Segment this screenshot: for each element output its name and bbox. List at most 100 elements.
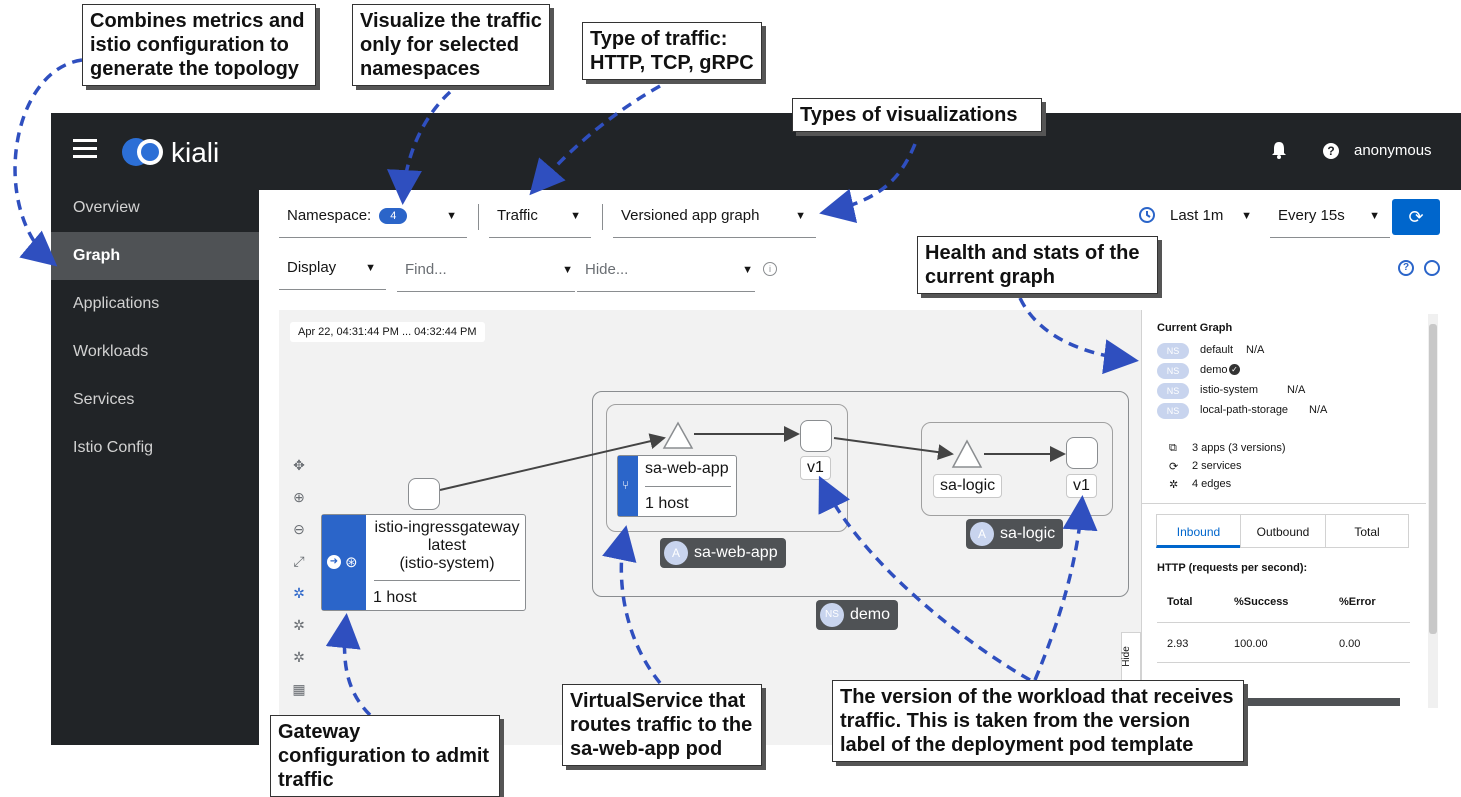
services-icon: ⟳ (1169, 461, 1179, 473)
edges-count: 4 edges (1192, 478, 1232, 490)
kiali-logo-icon (121, 137, 169, 167)
tab-total[interactable]: Total (1325, 514, 1409, 548)
refresh-interval-dropdown[interactable]: Every 15s ▼ (1270, 194, 1390, 238)
ns-name[interactable]: demo (1200, 364, 1228, 376)
table-header-error: %Error (1339, 596, 1376, 608)
zoom-out-icon[interactable]: ⊖ (293, 521, 305, 537)
apps-count: 3 apps (3 versions) (1192, 442, 1286, 454)
sidebar-item-services[interactable]: Services (73, 391, 135, 408)
http-label: HTTP (requests per second): (1157, 562, 1308, 574)
brand-name[interactable]: kiali (171, 137, 220, 168)
sidebar: Overview Graph Applications Workloads Se… (51, 190, 259, 745)
webapp-node-label[interactable]: ⑂ sa-web-app 1 host (617, 455, 737, 517)
chevron-down-icon: ▼ (446, 210, 457, 222)
traffic-dropdown[interactable]: Traffic ▼ (489, 194, 591, 238)
logic-version-label[interactable]: v1 (1066, 474, 1097, 498)
traffic-label: Traffic (497, 207, 538, 224)
workload-node-gateway[interactable] (408, 478, 440, 510)
pan-icon[interactable]: ✥ (293, 457, 305, 473)
namespace-box-name: demo (850, 606, 891, 623)
chevron-down-icon: ▼ (742, 264, 753, 276)
ns-name[interactable]: istio-system (1200, 384, 1259, 396)
callout-virtualservice: VirtualService that routes traffic to th… (562, 684, 762, 766)
sidebar-item-applications[interactable]: Applications (73, 295, 160, 312)
namespace-label: Namespace: (287, 207, 372, 224)
help-icon[interactable]: ? (1323, 143, 1339, 159)
tab-inbound[interactable]: Inbound (1156, 514, 1241, 548)
ns-status: N/A (1246, 344, 1265, 356)
panel-scrollbar[interactable] (1428, 314, 1438, 708)
edges-icon: ✲ (1169, 479, 1179, 491)
graph-type-label: Versioned app graph (621, 207, 760, 224)
gateway-node-label[interactable]: ➜ ⊛ istio-ingressgateway latest (istio-s… (321, 514, 526, 611)
namespace-badge-icon: NS (1157, 383, 1189, 399)
divider (478, 204, 479, 230)
info-icon[interactable]: i (763, 262, 777, 276)
hamburger-menu-icon[interactable] (73, 139, 97, 161)
table-value-error: 0.00 (1339, 638, 1361, 650)
legend-map-icon[interactable]: ▦ (292, 681, 306, 697)
namespace-dropdown[interactable]: Namespace:4 ▼ (279, 194, 467, 238)
chevron-down-icon: ▼ (570, 210, 581, 222)
zoom-in-icon[interactable]: ⊕ (293, 489, 305, 505)
scrollbar-thumb[interactable] (1429, 324, 1437, 634)
logic-name-label[interactable]: sa-logic (933, 474, 1003, 498)
webapp-version-label[interactable]: v1 (800, 456, 831, 480)
workload-node-sa-web-app-v1[interactable] (800, 420, 832, 452)
masthead: kiali ? anonymous (51, 113, 1461, 190)
callout-version: The version of the workload that receive… (832, 680, 1244, 762)
webapp-name: sa-web-app (645, 460, 729, 477)
healthy-check-icon: ✓ (1229, 364, 1240, 375)
chevron-down-icon: ▼ (1369, 210, 1380, 222)
namespace-box-label[interactable]: NS demo (816, 600, 899, 630)
table-header-total: Total (1167, 596, 1193, 608)
callout-visualizations: Types of visualizations (792, 98, 1042, 132)
tab-outbound[interactable]: Outbound (1240, 514, 1326, 548)
layout-default-icon[interactable]: ✲ (293, 585, 305, 601)
callout-namespaces: Visualize the traffic only for selected … (352, 4, 550, 86)
fit-icon[interactable]: ⤢ (293, 553, 305, 569)
display-label: Display (287, 259, 337, 276)
duration-dropdown[interactable]: Last 1m ▼ (1162, 194, 1262, 238)
divider (645, 486, 731, 487)
gateway-version: latest (427, 537, 467, 554)
graph-timestamp: Apr 22, 04:31:44 PM ... 04:32:44 PM (290, 322, 485, 342)
sidebar-item-workloads[interactable]: Workloads (73, 343, 149, 360)
refresh-button[interactable]: ⟳ (1392, 199, 1440, 235)
ns-name[interactable]: local-path-storage (1200, 404, 1289, 416)
history-icon (1138, 206, 1156, 224)
display-dropdown[interactable]: Display ▼ (279, 246, 386, 290)
ns-status: N/A (1287, 384, 1306, 396)
app-badge-icon: A (970, 522, 994, 546)
workload-node-sa-logic-v1[interactable] (1066, 437, 1098, 469)
user-menu[interactable]: anonymous (1354, 142, 1432, 159)
branch-icon: ⑂ (622, 478, 630, 492)
sidebar-item-overview[interactable]: Overview (73, 199, 140, 216)
table-value-total: 2.93 (1167, 638, 1189, 650)
namespace-badge-icon: NS (1157, 363, 1189, 379)
hide-input[interactable]: Hide... ▼ (577, 248, 755, 292)
traffic-chart-bar (1182, 698, 1400, 706)
layout-1-icon[interactable]: ✲ (293, 617, 305, 633)
chevron-down-icon: ▼ (562, 264, 573, 276)
graph-help-icon[interactable]: ? (1398, 260, 1414, 276)
find-input[interactable]: Find... ▼ (397, 248, 575, 292)
layout-2-icon[interactable]: ✲ (293, 649, 305, 665)
sidebar-item-graph[interactable]: Graph (51, 232, 259, 280)
sidebar-item-istio-config[interactable]: Istio Config (73, 439, 154, 456)
duration-label: Last 1m (1170, 207, 1224, 224)
graph-type-dropdown[interactable]: Versioned app graph ▼ (613, 194, 816, 238)
divider (602, 204, 603, 230)
graph-settings-icon[interactable] (1424, 260, 1440, 276)
namespace-badge-icon: NS (820, 603, 844, 627)
table-value-success: 100.00 (1234, 638, 1268, 650)
divider (1142, 503, 1426, 504)
ns-name[interactable]: default (1200, 344, 1234, 356)
callout-traffic-type: Type of traffic: HTTP, TCP, gRPC (582, 22, 762, 80)
divider (1157, 662, 1410, 663)
namespace-badge-icon: NS (1157, 343, 1189, 359)
chevron-down-icon: ▼ (1241, 210, 1252, 222)
bell-icon[interactable] (1271, 141, 1287, 159)
